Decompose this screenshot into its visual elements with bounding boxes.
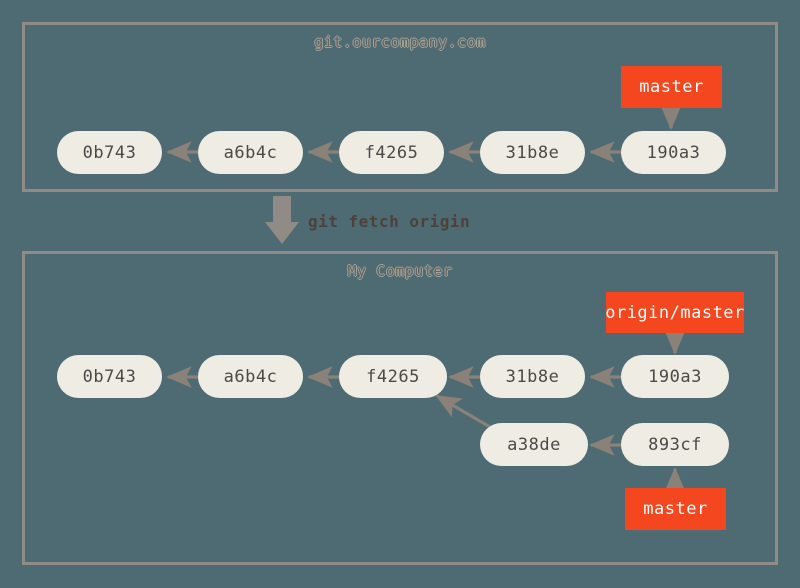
fetch-command-caption: git fetch origin bbox=[308, 212, 471, 231]
commit-node-remote-0b743[interactable]: 0b743 bbox=[57, 131, 162, 174]
commit-node-remote-f4265[interactable]: f4265 bbox=[339, 131, 444, 174]
panel-local-title: My Computer bbox=[347, 262, 453, 280]
fetch-arrow bbox=[265, 196, 299, 244]
commit-node-local-31b8e[interactable]: 31b8e bbox=[480, 355, 585, 398]
commit-node-local-f4265[interactable]: f4265 bbox=[339, 355, 447, 398]
commit-node-remote-31b8e[interactable]: 31b8e bbox=[480, 131, 585, 174]
commit-node-local-190a3[interactable]: 190a3 bbox=[621, 355, 729, 398]
commit-node-remote-190a3[interactable]: 190a3 bbox=[621, 131, 726, 174]
commit-node-local-a38de[interactable]: a38de bbox=[480, 423, 588, 466]
commit-node-local-893cf[interactable]: 893cf bbox=[621, 423, 729, 466]
branch-badge-remote-master[interactable]: master bbox=[621, 66, 722, 108]
commit-node-remote-a6b4c[interactable]: a6b4c bbox=[198, 131, 303, 174]
commit-node-local-a6b4c[interactable]: a6b4c bbox=[198, 355, 303, 398]
branch-badge-local-master[interactable]: master bbox=[625, 488, 726, 530]
commit-node-local-0b743[interactable]: 0b743 bbox=[57, 355, 162, 398]
branch-badge-local-origin-master[interactable]: origin/master bbox=[605, 292, 744, 333]
panel-remote-title: git.ourcompany.com bbox=[314, 33, 486, 51]
